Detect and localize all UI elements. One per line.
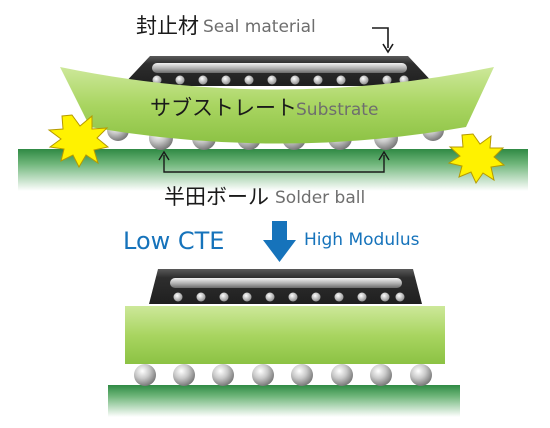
high-modulus-label: High Modulus <box>304 230 420 250</box>
arrow-down-icon <box>263 221 296 262</box>
solder-ball <box>173 364 195 386</box>
solder-ball-bracket <box>163 155 385 173</box>
board-top <box>18 149 528 191</box>
solder-balls-bottom <box>134 364 432 386</box>
solder-ball <box>212 364 234 386</box>
seal-label-jp: 封止材 <box>136 14 199 38</box>
substrate-flat <box>125 306 445 364</box>
seal-label-en: Seal material <box>203 17 316 37</box>
solder-ball-label-en: Solder ball <box>275 188 365 208</box>
solder-ball <box>370 364 392 386</box>
seal-pointer-arrow <box>372 27 389 48</box>
chip-bottom <box>170 278 402 288</box>
improvement-indicator: Low CTE High Modulus <box>123 221 420 262</box>
crack-burst-icon <box>47 114 110 169</box>
solder-ball <box>331 364 353 386</box>
board-bottom <box>108 385 460 417</box>
substrate-warped <box>60 67 494 144</box>
solder-ball <box>252 364 274 386</box>
flat-package <box>108 269 460 417</box>
low-cte-label: Low CTE <box>123 227 224 255</box>
solder-ball <box>291 364 313 386</box>
substrate-label-en: Substrate <box>296 100 378 120</box>
crack-burst-icon <box>447 133 506 185</box>
bumps-bottom <box>173 292 405 302</box>
warped-package: 封止材 Seal material サブストレート Substrate 半田ボー… <box>18 14 528 209</box>
chip-top <box>152 63 407 73</box>
solder-ball <box>410 364 432 386</box>
substrate-label-jp: サブストレート <box>150 96 297 120</box>
solder-ball-label-jp: 半田ボール <box>164 185 269 209</box>
solder-ball <box>134 364 156 386</box>
